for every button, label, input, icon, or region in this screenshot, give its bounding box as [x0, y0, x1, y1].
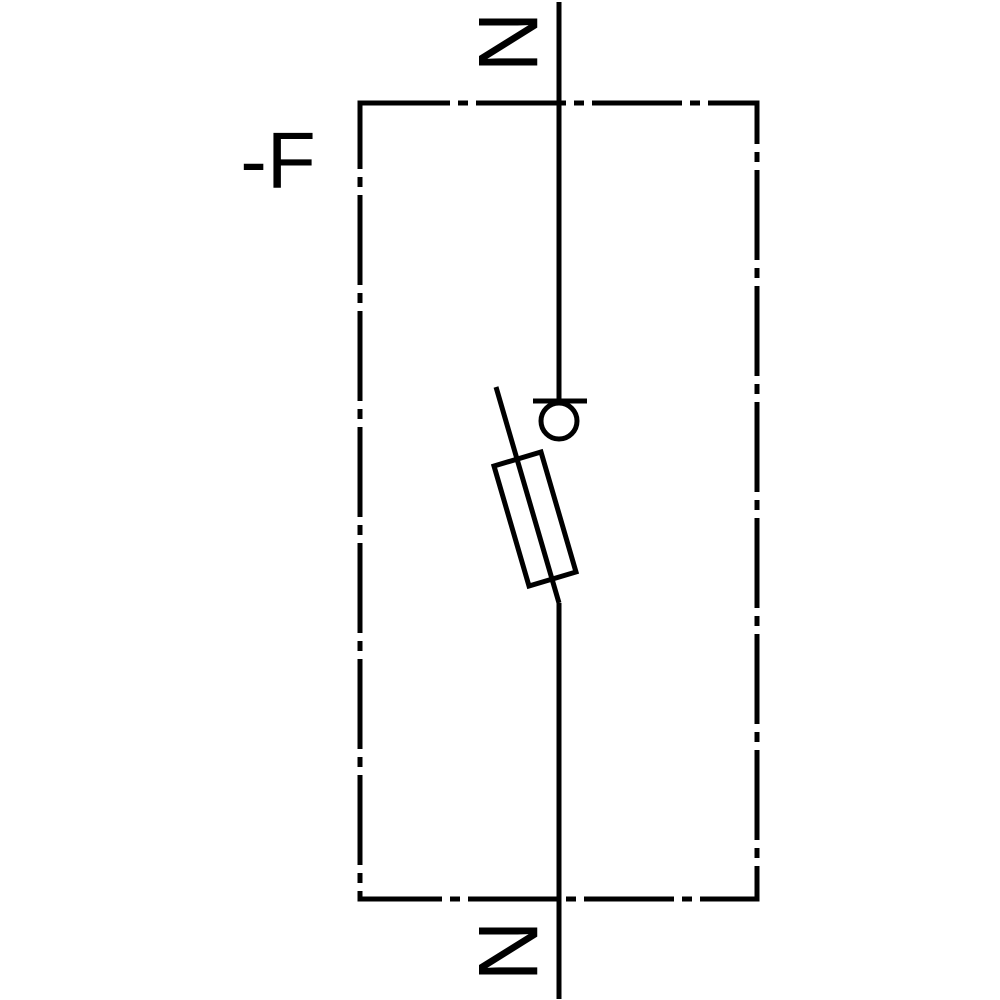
terminal-bottom-label: N	[461, 921, 555, 982]
fixed-contact-circle	[538, 400, 580, 442]
device-label: -F	[240, 116, 316, 205]
fuse-body	[490, 448, 580, 590]
moving-contact-blade	[493, 386, 562, 604]
terminal-top-label: N	[461, 12, 555, 73]
